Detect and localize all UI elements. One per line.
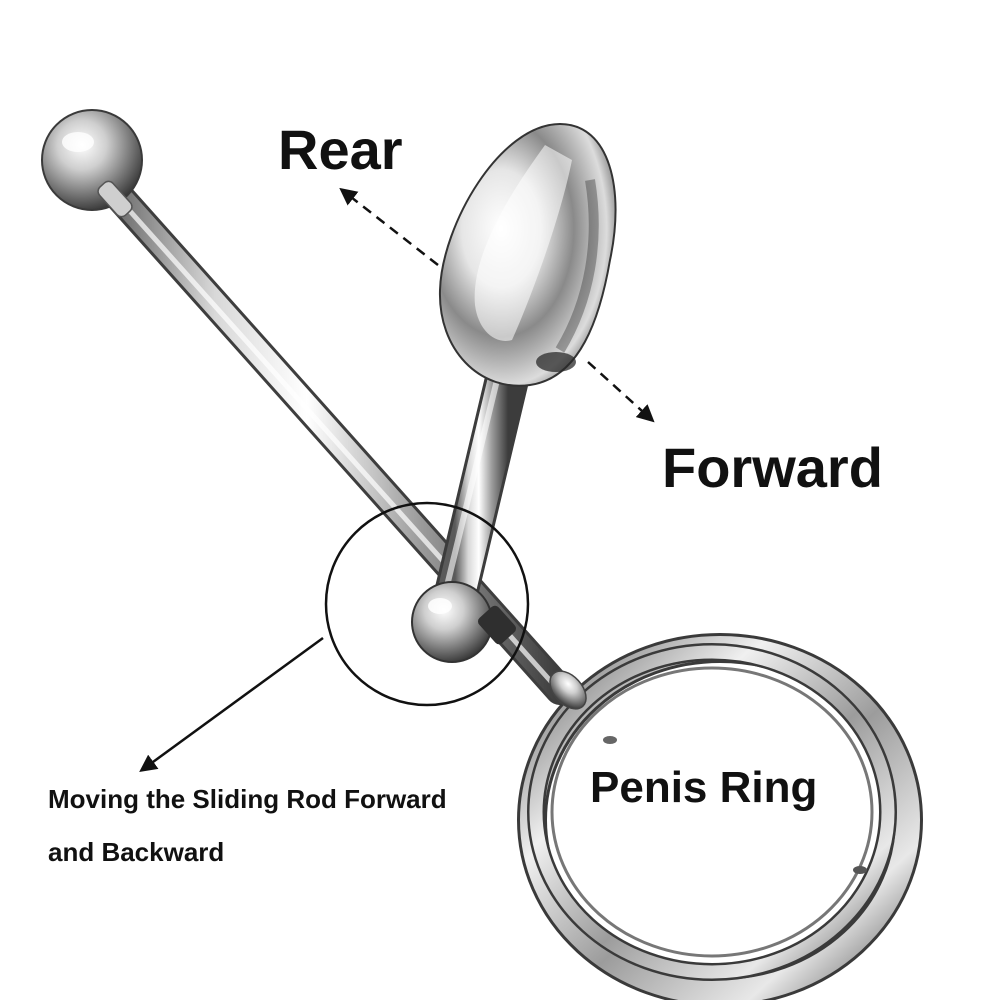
penis-ring-label: Penis Ring [590, 763, 818, 812]
sliding-rod-label-line1: Moving the Sliding Rod Forward [48, 784, 447, 814]
sliding-rod-label-line2: and Backward [48, 837, 225, 867]
plug-head [438, 122, 617, 387]
forward-arrow [587, 361, 655, 423]
rear-label: Rear [278, 118, 403, 181]
rear-arrow [339, 187, 439, 266]
sliding-collar [411, 581, 516, 663]
forward-label: Forward [662, 436, 883, 499]
rod-end-ball [41, 109, 143, 218]
ring-joint [549, 670, 587, 710]
plug-stem [433, 353, 530, 620]
collar-highlight-circle [324, 501, 530, 707]
penis-ring [517, 633, 923, 1000]
sliding-pointer-arrow [139, 636, 324, 773]
